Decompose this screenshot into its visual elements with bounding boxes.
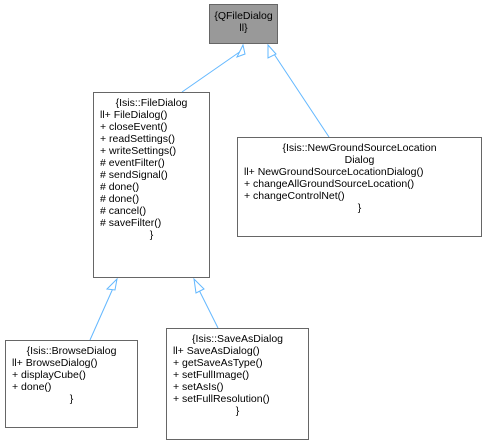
class-node-line: {QFileDialog	[214, 10, 273, 22]
class-node-member: + displayCube()	[12, 369, 86, 381]
class-node-newgroundsourcelocationdialog[interactable]: {Isis::NewGroundSourceLocation Dialog ll…	[237, 137, 482, 237]
class-node-member: # cancel()	[100, 205, 147, 217]
class-node-qfiledialog[interactable]: {QFileDialog ll}	[209, 4, 278, 44]
class-node-member: + setFullImage()	[173, 369, 250, 381]
class-node-member: + done()	[12, 381, 52, 393]
class-node-closing: }	[235, 405, 240, 417]
class-node-closing: }	[357, 202, 362, 214]
class-node-member: + setAsIs()	[173, 381, 224, 393]
class-node-filedialog[interactable]: {Isis::FileDialog ll+ FileDialog() + clo…	[93, 92, 210, 278]
edge-browse-to-filedialog	[89, 285, 115, 341]
edge-filedialog-to-qfiledialog	[181, 50, 242, 93]
edge-arrowhead-icon	[193, 277, 205, 294]
class-node-member: + changeAllGroundSourceLocation()	[244, 178, 415, 190]
class-node-saveasdialog[interactable]: {Isis::SaveAsDialog ll+ SaveAsDialog() +…	[166, 328, 309, 440]
class-node-member: # done()	[100, 193, 140, 205]
class-node-line: ll}	[239, 22, 248, 34]
class-node-closing: }	[69, 393, 74, 405]
class-node-member: + closeEvent()	[100, 121, 168, 133]
class-node-member: + changeControlNet()	[244, 190, 345, 202]
class-node-member: ll+ BrowseDialog()	[12, 357, 98, 369]
class-node-member: ll+ FileDialog()	[100, 109, 168, 121]
class-node-member: + getSaveAsType()	[173, 357, 263, 369]
class-node-title: {Isis::FileDialog	[115, 97, 188, 109]
edge-arrowhead-icon	[235, 43, 246, 58]
edge-ngsl-to-qfiledialog	[271, 50, 330, 138]
class-node-member: ll+ NewGroundSourceLocationDialog()	[244, 166, 424, 178]
edge-arrowhead-icon	[105, 277, 118, 291]
class-node-title: {Isis::NewGroundSourceLocation	[282, 142, 437, 154]
class-node-title: {Isis::BrowseDialog	[26, 345, 117, 357]
edge-saveas-to-filedialog	[196, 285, 219, 329]
class-node-member: + readSettings()	[100, 133, 175, 145]
class-node-member: + writeSettings()	[100, 145, 177, 157]
class-node-member: # eventFilter()	[100, 157, 165, 169]
class-node-browsedialog[interactable]: {Isis::BrowseDialog ll+ BrowseDialog() +…	[5, 340, 138, 428]
class-node-member: ll+ SaveAsDialog()	[173, 345, 260, 357]
class-node-title: {Isis::SaveAsDialog	[191, 333, 284, 345]
class-node-closing: }	[149, 229, 154, 241]
class-node-member: # done()	[100, 181, 140, 193]
class-node-member: + setFullResolution()	[173, 393, 270, 405]
class-node-title: Dialog	[344, 154, 375, 166]
edge-arrowhead-icon	[267, 43, 277, 59]
class-node-member: # saveFilter()	[100, 217, 162, 229]
class-node-member: # sendSignal()	[100, 169, 168, 181]
